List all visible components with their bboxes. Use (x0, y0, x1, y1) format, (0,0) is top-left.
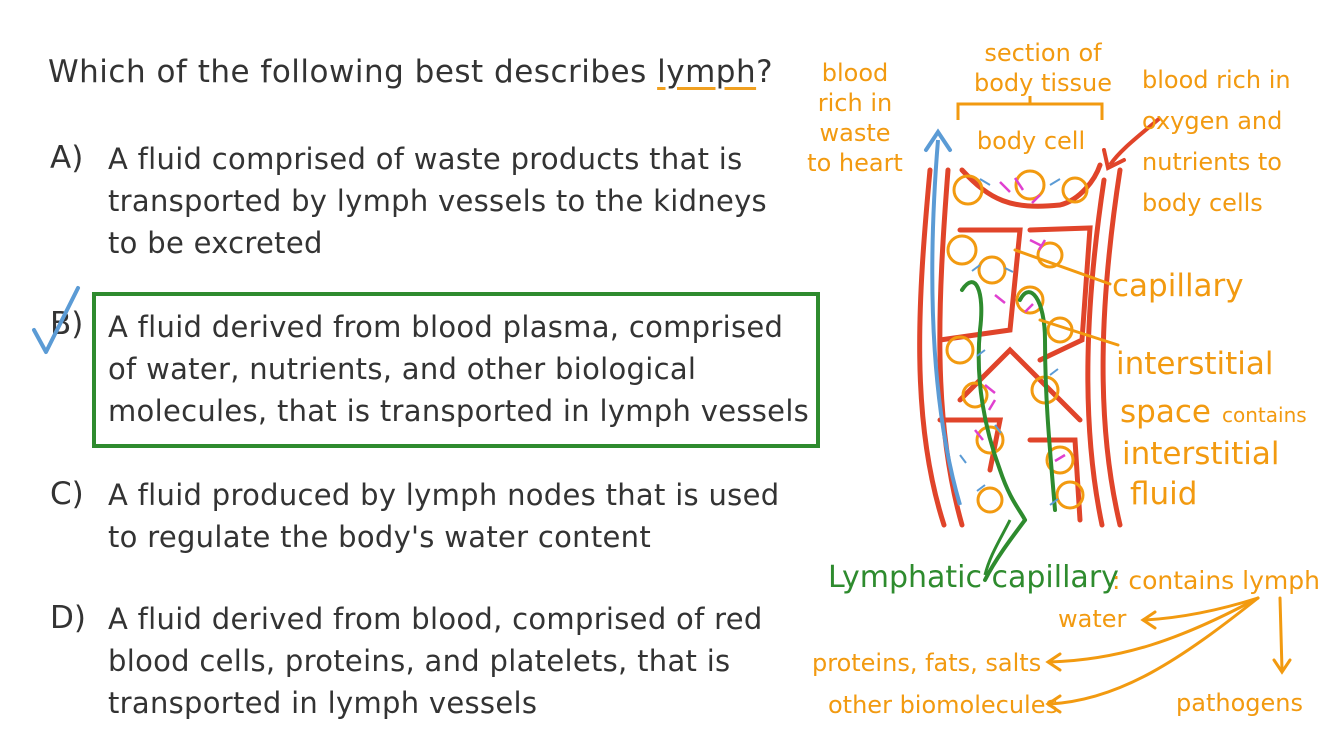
blood-oxygen-line-4: body cells (1142, 189, 1263, 217)
option-b-line-3: molecules, that is transported in lymph … (108, 394, 810, 428)
lymph-arrowheads (1045, 610, 1292, 714)
fluid-exchange-arrows (974, 177, 1066, 463)
option-a-line-1: A fluid comprised of waste products that… (108, 142, 743, 176)
option-c-text[interactable]: A fluid produced by lymph nodes that is … (108, 474, 779, 558)
diffusion-arrows (959, 178, 1061, 506)
water-label: water (1058, 605, 1127, 633)
section-of-tissue-label: section of body tissue (962, 38, 1124, 98)
blood-to-heart-vessel (930, 139, 962, 506)
option-d-line-2: blood cells, proteins, and platelets, th… (108, 644, 731, 678)
option-d-line-1: A fluid derived from blood, comprised of… (108, 602, 763, 636)
question-prefix: Which of the following best describes (48, 54, 658, 90)
lymphatic-capillary-label: Lymphatic capillary (828, 560, 1119, 595)
down-arrow-icon (1102, 148, 1126, 171)
body-cells (945, 169, 1089, 514)
blood-oxygen-label: blood rich in oxygen and nutrients to bo… (1142, 60, 1332, 224)
option-c-line-2: to regulate the body's water content (108, 520, 652, 554)
question-suffix: ? (756, 54, 774, 90)
lymph-branches (1048, 596, 1284, 706)
option-c-line-1: A fluid produced by lymph nodes that is … (108, 478, 780, 512)
option-a-line-2: transported by lymph vessels to the kidn… (108, 184, 767, 218)
space-label: space (1120, 394, 1211, 430)
blood-waste-line-1: blood (821, 59, 889, 87)
blood-waste-label: blood rich in waste to heart (800, 58, 910, 178)
body-cell-label: body cell (976, 127, 1086, 155)
section-line-2: body tissue (973, 69, 1113, 97)
option-b-line-1: A fluid derived from blood plasma, compr… (108, 310, 784, 344)
blood-oxygen-line-3: nutrients to (1142, 148, 1282, 176)
option-b-line-2: of water, nutrients, and other biologica… (108, 352, 697, 386)
option-a-letter[interactable]: A) (50, 140, 84, 176)
selected-answer-box (92, 292, 820, 448)
option-d-letter[interactable]: D) (50, 600, 86, 636)
pathogens-label: pathogens (1176, 689, 1303, 717)
blood-waste-line-4: to heart (807, 149, 903, 177)
up-arrow-icon (924, 128, 952, 152)
lymphatic-pointer (983, 519, 1012, 576)
option-d-text[interactable]: A fluid derived from blood, comprised of… (108, 598, 763, 724)
label-pointers (1013, 248, 1120, 347)
interstitial-space-label: interstitial (1116, 346, 1274, 382)
capillary-label: capillary (1112, 268, 1244, 304)
option-d-line-3: transported in lymph vessels (108, 686, 538, 720)
interstitial-fluid-label-2: fluid (1130, 476, 1198, 512)
contains-label: contains (1222, 403, 1307, 427)
biomolecules-label: other biomolecules (828, 691, 1058, 719)
blood-vessels (917, 162, 1123, 528)
blood-oxygen-line-1: blood rich in (1142, 66, 1291, 94)
question-text: Which of the following best describes ly… (48, 54, 773, 90)
question-keyword: lymph (657, 54, 757, 90)
blood-oxygen-line-2: oxygen and (1142, 107, 1283, 135)
incoming-artery (1108, 116, 1162, 167)
blood-waste-line-2: rich in (817, 89, 893, 117)
option-a-line-3: to be excreted (108, 226, 323, 260)
proteins-label: proteins, fats, salts (812, 649, 1042, 677)
interstitial-fluid-label-1: interstitial (1122, 436, 1280, 472)
blood-waste-line-3: waste (819, 119, 891, 147)
option-c-letter[interactable]: C) (50, 476, 84, 512)
contains-lymph-label: : contains lymph (1112, 566, 1320, 595)
option-a-text[interactable]: A fluid comprised of waste products that… (108, 138, 767, 264)
option-b-text[interactable]: A fluid derived from blood plasma, compr… (108, 306, 809, 432)
lymphatic-capillaries (960, 280, 1057, 582)
tissue-bracket (956, 96, 1104, 120)
section-line-1: section of (984, 39, 1102, 67)
check-mark-icon (32, 286, 80, 354)
